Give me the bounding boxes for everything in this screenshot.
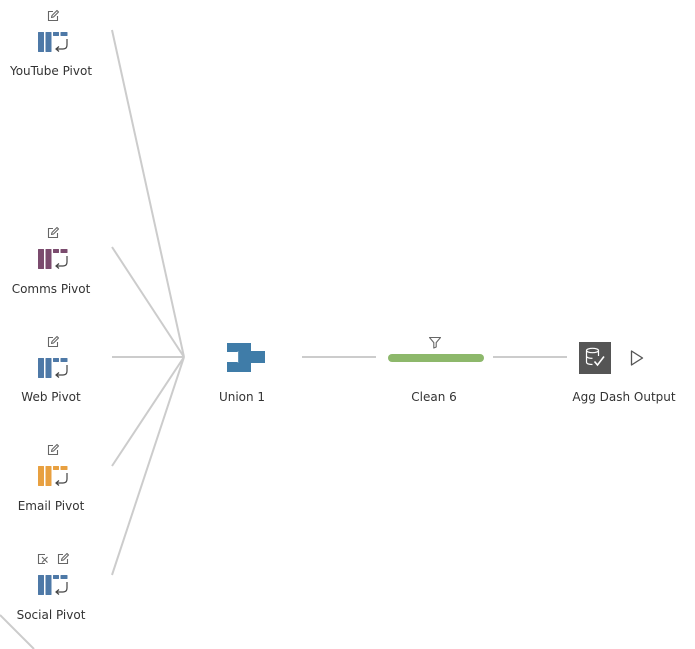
connector-youtube-to-union xyxy=(111,29,185,358)
pivot-icon[interactable] xyxy=(36,573,70,597)
exit-icon[interactable] xyxy=(36,552,50,566)
pivot-icon[interactable] xyxy=(36,464,70,488)
output-icon[interactable] xyxy=(578,341,612,375)
edit-pencil-icon[interactable] xyxy=(46,335,60,349)
node-label: Email Pivot xyxy=(17,499,85,513)
edit-pencil-icon[interactable] xyxy=(46,9,60,23)
pivot-icon[interactable] xyxy=(36,30,70,54)
union-icon[interactable] xyxy=(226,342,266,374)
node-label: Clean 6 xyxy=(411,390,457,404)
edit-pencil-icon[interactable] xyxy=(46,443,60,457)
pivot-icon[interactable] xyxy=(36,247,70,271)
node-label: Comms Pivot xyxy=(11,282,91,296)
node-label: Social Pivot xyxy=(16,608,86,622)
node-label: Agg Dash Output xyxy=(572,390,676,404)
node-label: YouTube Pivot xyxy=(9,64,93,78)
edit-pencil-icon[interactable] xyxy=(56,552,70,566)
filter-icon[interactable] xyxy=(428,336,442,349)
node-label: Web Pivot xyxy=(21,390,81,404)
edit-pencil-icon[interactable] xyxy=(46,226,60,240)
connector-offscreen xyxy=(0,614,35,649)
connector-social-to-union xyxy=(111,356,185,576)
node-label: Union 1 xyxy=(218,390,266,404)
connector-email-to-union xyxy=(111,356,185,467)
connector-comms-to-union xyxy=(111,246,185,358)
run-play-icon[interactable] xyxy=(628,348,646,368)
clean-step-bar[interactable] xyxy=(386,352,486,364)
pivot-icon[interactable] xyxy=(36,356,70,380)
